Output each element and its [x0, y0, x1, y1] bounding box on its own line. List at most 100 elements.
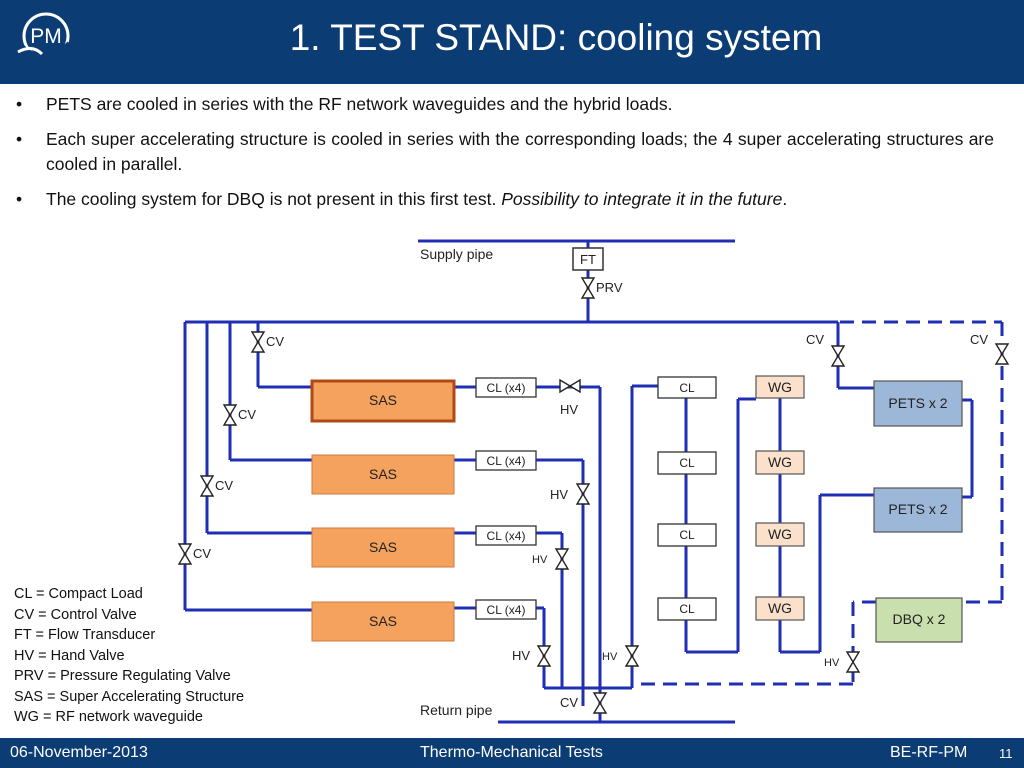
legend-item: WG = RF network waveguide: [14, 709, 203, 725]
waveguide-box: [755, 450, 805, 475]
return-pipe-label: Return pipe: [420, 702, 493, 718]
bullet-italic-text: Possibility to integrate it in the futur…: [501, 189, 783, 209]
cl-label: CL: [679, 528, 695, 542]
cl-x4-label: CL (x4): [487, 529, 526, 543]
pipe-network: [183, 239, 974, 724]
bullet-dot: •: [16, 129, 23, 149]
footer-department: BE-RF-PM: [890, 744, 968, 761]
waveguide-box: [755, 596, 805, 621]
legend-item: CL = Compact Load: [14, 586, 143, 602]
bullet-text: Each super accelerating structure is coo…: [46, 129, 994, 174]
compact-load-box: [657, 451, 717, 475]
cv-label: CV: [215, 478, 233, 493]
bullet-item: • PETS are cooled in series with the RF n…: [14, 92, 994, 117]
legend: CL = Compact Load CV = Control Valve FT …: [14, 584, 274, 728]
compact-load-x4-box: [475, 450, 537, 471]
legend-item: PRV = Pressure Regulating Valve: [14, 668, 231, 684]
bullet-item: • Each super accelerating structure is co…: [14, 127, 994, 177]
sas-label: SAS: [369, 466, 397, 482]
bullet-dot: •: [16, 94, 23, 114]
cl-x4-label: CL (x4): [487, 381, 526, 395]
control-valve-icon: [593, 692, 607, 714]
compact-load-box: [657, 376, 717, 399]
control-valve-icon: [223, 404, 237, 426]
bullet-dot: •: [16, 189, 23, 209]
cv-label: CV: [238, 407, 256, 422]
hand-valve-icon: [555, 548, 569, 570]
compact-load-x4-box: [475, 525, 537, 546]
control-valve-icon: [831, 345, 845, 367]
bullet-text: The cooling system for DBQ is not presen…: [46, 189, 497, 209]
legend-item: SAS = Super Accelerating Structure: [14, 688, 245, 705]
waveguide-box: [755, 522, 805, 547]
flow-transducer-box: [572, 247, 604, 271]
compact-load-x4-box: [475, 377, 537, 398]
hand-valve-dashed-icon: [846, 651, 860, 673]
sas-label: SAS: [369, 613, 397, 629]
control-valve-icon: [200, 475, 214, 497]
hand-valve-icon: [559, 379, 581, 393]
sas-box: [310, 379, 456, 423]
page-number: 11: [999, 746, 1013, 761]
page-title: 1. TEST STAND: cooling system: [289, 17, 823, 58]
hv-label: HV: [824, 657, 840, 669]
wg-label: WG: [768, 379, 792, 395]
bullet-list: • PETS are cooled in series with the RF n…: [14, 92, 994, 222]
cl-label: CL: [679, 381, 695, 395]
cv-label: CV: [266, 334, 284, 349]
hv-label: HV: [512, 648, 530, 663]
dbq-box: [875, 597, 963, 643]
logo-text: PM: [30, 25, 62, 48]
legend-item: CV = Control Valve: [14, 606, 137, 623]
pets-box: [873, 487, 963, 533]
prv-label: PRV: [596, 280, 623, 295]
prv-valve-icon: [581, 277, 595, 299]
header-bar: PM 1. TEST STAND: cooling system: [0, 0, 1024, 84]
sas-box: [311, 454, 455, 495]
cv-label: CV: [560, 695, 578, 710]
legend-item: FT = Flow Transducer: [14, 627, 156, 643]
wg-label: WG: [768, 454, 792, 470]
pets-label: PETS x 2: [888, 395, 947, 411]
compact-load-box: [657, 523, 717, 547]
pets-box: [873, 380, 963, 427]
wg-label: WG: [768, 600, 792, 616]
hv-label: HV: [602, 651, 618, 663]
cv-label: CV: [806, 332, 824, 347]
compact-load-box: [657, 597, 717, 621]
footer-date: 06-November-2013: [10, 744, 148, 761]
cv-label: CV: [970, 332, 988, 347]
sas-label: SAS: [369, 539, 397, 555]
cl-label: CL: [679, 456, 695, 470]
supply-pipe-label: Supply pipe: [420, 246, 493, 262]
cooling-diagram: Supply pipe Return pipe FT PRV CV CV CV …: [178, 239, 1009, 724]
cl-x4-label: CL (x4): [487, 603, 526, 617]
cl-x4-label: CL (x4): [487, 454, 526, 468]
pm-logo-icon: PM: [17, 12, 73, 62]
bullet-text: PETS are cooled in series with the RF ne…: [46, 94, 673, 114]
pets-label: PETS x 2: [888, 501, 947, 517]
hv-label: HV: [532, 554, 548, 566]
control-valve-dashed-icon: [995, 343, 1009, 365]
hand-valve-icon: [576, 483, 590, 505]
compact-load-x4-box: [475, 599, 537, 620]
control-valve-icon: [251, 331, 265, 353]
sas-box: [311, 601, 455, 642]
cl-label: CL: [679, 602, 695, 616]
sas-label: SAS: [369, 392, 397, 408]
footer-title: Thermo-Mechanical Tests: [420, 744, 603, 761]
ft-label: FT: [580, 252, 596, 267]
bullet-item: • The cooling system for DBQ is not prese…: [14, 187, 994, 212]
hv-label: HV: [550, 487, 568, 502]
wg-label: WG: [768, 526, 792, 542]
hand-valve-icon: [537, 645, 551, 667]
waveguide-box: [755, 375, 805, 399]
sas-box: [311, 527, 455, 568]
bullet-period: .: [782, 189, 788, 209]
dbq-label: DBQ x 2: [893, 611, 946, 627]
hv-label: HV: [560, 402, 578, 417]
legend-item: HV = Hand Valve: [14, 647, 125, 664]
footer-bar: 06-November-2013 Thermo-Mechanical Tests…: [0, 738, 1024, 768]
control-valve-icon: [178, 543, 192, 565]
hand-valve-icon: [625, 645, 639, 667]
